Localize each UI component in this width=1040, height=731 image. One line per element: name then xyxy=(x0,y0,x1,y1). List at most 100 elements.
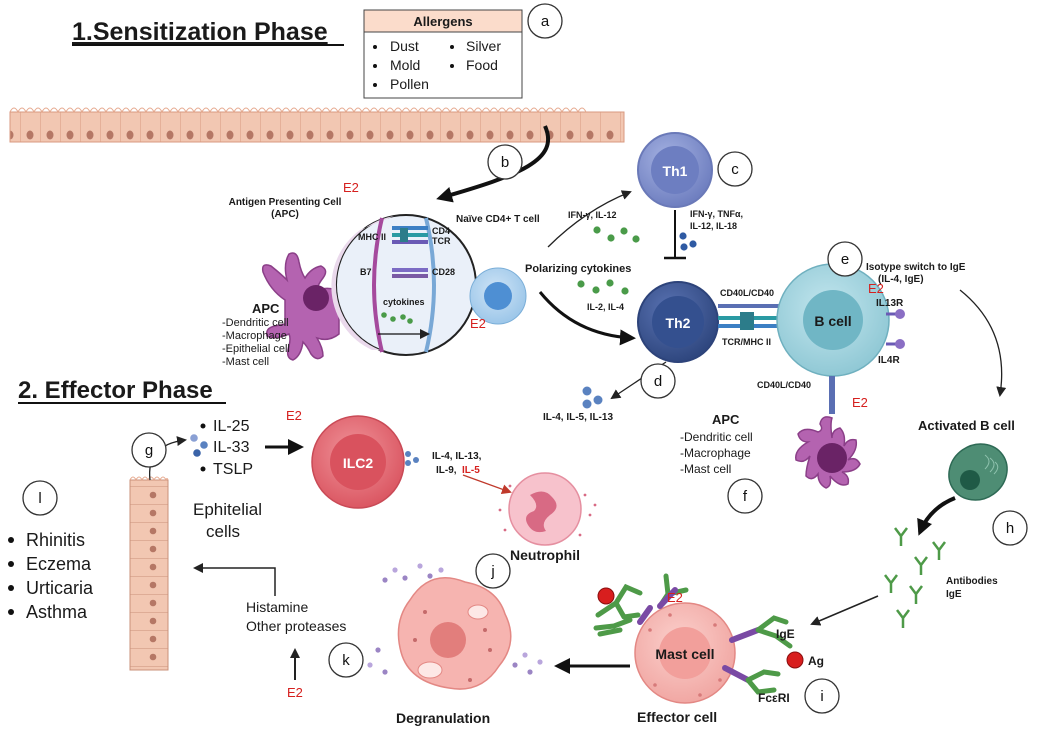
svg-text:g: g xyxy=(145,442,153,459)
e2-marker-apc: E2 xyxy=(343,180,359,195)
activated-b-label: Activated B cell xyxy=(918,418,1015,433)
arrow-histamine-to-diseases xyxy=(193,563,276,596)
epi-cytokine-tslp: TSLP xyxy=(213,461,253,478)
e2-marker-ilc2: E2 xyxy=(286,408,302,423)
cd4-label: CD4 xyxy=(432,226,450,236)
letter-b-marker: b xyxy=(487,144,523,180)
mast-cell-label: Mast cell xyxy=(655,646,714,662)
phase2-title: 2. Effector Phase xyxy=(18,377,213,404)
mast-fceri-label: FcεRI xyxy=(758,691,790,705)
epi-cytokine-il33: IL-33 xyxy=(213,439,250,456)
svg-text:f: f xyxy=(743,488,748,505)
degranulating-mast-cell xyxy=(397,577,512,690)
cd40-top-label: CD40L/CD40 xyxy=(720,288,774,298)
isotype-line1: Isotype switch to IgE xyxy=(866,262,966,273)
svg-text:j: j xyxy=(490,563,494,580)
ige-receptors xyxy=(593,573,804,695)
apc-list2-item-1: -Dendritic cell xyxy=(680,430,753,444)
arrow-epithelium-to-apc xyxy=(436,125,551,203)
ilc2-cytokines-line2b: IL-5 xyxy=(462,465,480,476)
letter-j-marker: j xyxy=(475,553,511,589)
allergen-mold: Mold xyxy=(390,57,420,73)
tcr-label: TCR xyxy=(432,236,451,246)
apc-list2-title: APC xyxy=(712,412,740,427)
svg-text:l: l xyxy=(38,490,41,507)
e2-marker-synapse: E2 xyxy=(470,316,486,331)
neutrophil-cell xyxy=(498,472,597,546)
degranulation-label: Degranulation xyxy=(396,710,490,726)
allergen-pollen: Pollen xyxy=(390,76,429,92)
disease-eczema: Eczema xyxy=(26,554,92,574)
epithelium-layer xyxy=(9,107,625,143)
epithelial-column xyxy=(129,476,169,671)
svg-text:c: c xyxy=(731,161,739,178)
apc-list1-item-4: -Mast cell xyxy=(222,356,269,368)
neutrophil-label: Neutrophil xyxy=(510,547,580,563)
b-cell: B cell xyxy=(776,263,890,377)
il4r-label: IL4R xyxy=(878,355,900,366)
arrow-ilc2-to-neutrophil xyxy=(462,474,512,494)
mast-ige-label: IgE xyxy=(776,627,795,641)
epithelial-label-line1: Ephitelial xyxy=(193,500,262,519)
apc-title-line1: Antigen Presenting Cell xyxy=(229,197,342,208)
letter-d-marker: d xyxy=(640,363,676,399)
svg-text:k: k xyxy=(342,652,350,669)
letter-f-marker: f xyxy=(727,478,763,514)
allergens-header: Allergens xyxy=(413,14,472,29)
epi-cytokine-il25: IL-25 xyxy=(213,418,250,435)
arrow-plasma-to-antibodies xyxy=(917,496,956,536)
disease-rhinitis: Rhinitis xyxy=(26,530,85,550)
isotype-line2: (IL-4, IgE) xyxy=(878,274,924,285)
letter-e-marker: e xyxy=(827,241,863,277)
arrow-to-activated-b xyxy=(959,289,1007,397)
letter-i-marker: i xyxy=(804,678,840,714)
ilc2-cytokines-line2a: IL-9, xyxy=(436,465,457,476)
th1-right-line2: IL-12, IL-18 xyxy=(690,221,737,231)
ilc2-cell: ILC2 xyxy=(311,415,405,509)
allergen-food: Food xyxy=(466,57,498,73)
apc-list1-item-2: -Macrophage xyxy=(222,330,287,342)
arrow-antibodies-to-mast xyxy=(810,595,879,626)
apc-title-line2: (APC) xyxy=(271,209,299,220)
disease-asthma: Asthma xyxy=(26,602,88,622)
apc-dendritic-cell-2 xyxy=(795,416,861,489)
allergens-box: Allergens Dust Mold Pollen Silver Food xyxy=(363,9,523,99)
letter-l-marker: l xyxy=(22,480,58,516)
b-cell-label: B cell xyxy=(814,313,851,329)
polarizing-il: IL-2, IL-4 xyxy=(587,302,624,312)
mast-cell: Mast cell xyxy=(634,602,736,704)
phase1-title: 1.Sensitization Phase xyxy=(72,18,328,46)
ilc2-cytokines-line1: IL-4, IL-13, xyxy=(432,451,482,462)
allergen-silver: Silver xyxy=(466,38,501,54)
svg-text:b: b xyxy=(501,154,509,171)
ilc2-label: ILC2 xyxy=(343,455,374,471)
apc-list1-item-1: -Dendritic cell xyxy=(222,317,289,329)
th1-right-line1: IFN-γ, TNFα, xyxy=(690,209,743,219)
th2-secreted: IL-4, IL-5, IL-13 xyxy=(543,412,613,423)
allergen-dust: Dust xyxy=(390,38,419,54)
svg-text:i: i xyxy=(820,688,823,705)
e2-marker-apc2: E2 xyxy=(852,395,868,410)
letter-c-marker: c xyxy=(717,151,753,187)
histamine-line1: Histamine xyxy=(246,599,308,615)
letter-k-marker: k xyxy=(328,642,364,678)
apc-list1-title: APC xyxy=(252,301,280,316)
tcr-mhc-label: TCR/MHC II xyxy=(722,337,771,347)
e2-marker-bcell: E2 xyxy=(868,281,884,296)
apc-dendritic-cell xyxy=(261,252,340,361)
arrow-to-th2 xyxy=(538,291,636,346)
svg-text:d: d xyxy=(654,373,662,390)
synapse-zoom-circle xyxy=(331,214,477,356)
il13r-label: IL13R xyxy=(876,298,904,309)
plasma-cell xyxy=(948,443,1008,501)
e2-marker-k: E2 xyxy=(287,685,303,700)
th2-label: Th2 xyxy=(666,315,691,331)
svg-text:h: h xyxy=(1006,520,1014,537)
apc-list2-item-3: -Mast cell xyxy=(680,462,731,476)
antibodies-group xyxy=(884,527,946,628)
th1-label: Th1 xyxy=(663,163,688,179)
mast-ag-label: Ag xyxy=(808,654,824,668)
cd40-bottom-label: CD40L/CD40 xyxy=(757,380,811,390)
